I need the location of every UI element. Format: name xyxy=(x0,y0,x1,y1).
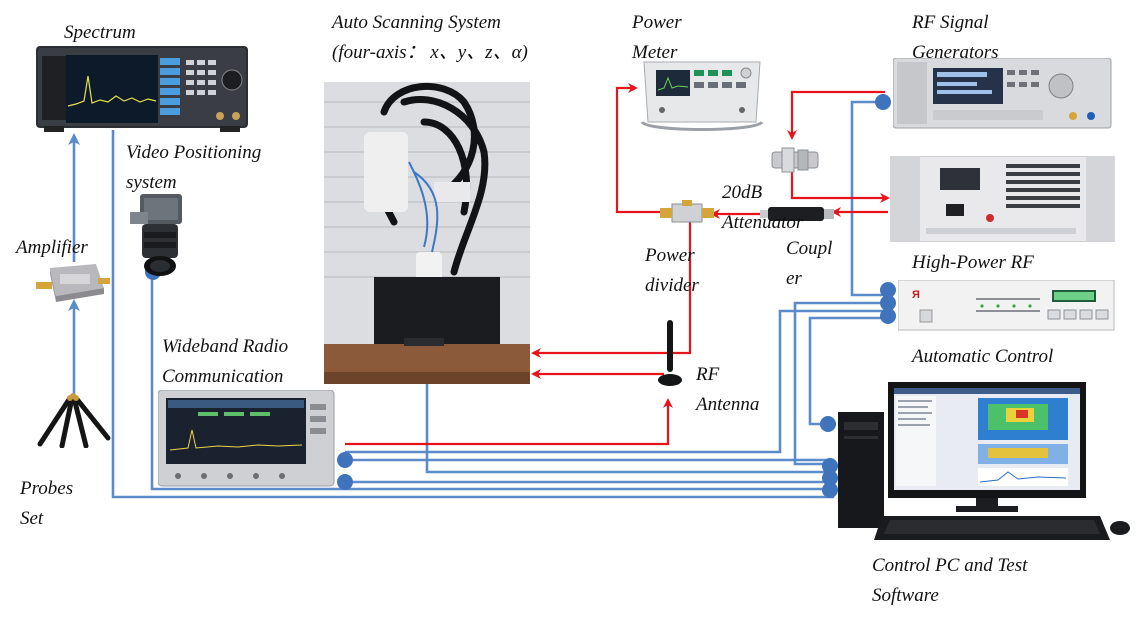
coupler-label-line2: er xyxy=(786,268,802,289)
node-pc-3 xyxy=(822,470,838,486)
rf-generators-label-line2: Generators xyxy=(912,42,999,63)
wideband-to-antenna-line xyxy=(345,398,673,446)
automatic-control-unit-image: Я xyxy=(897,279,1118,332)
control-pc-label-line2: Software xyxy=(872,585,939,606)
scanner-to-pc-line xyxy=(425,380,834,474)
probes-set-label-line1: Probes xyxy=(20,478,74,499)
rf-signal-generator-image xyxy=(892,57,1115,132)
rfgen-to-rfsplit-line xyxy=(787,90,885,140)
spectrum-label: Spectrum xyxy=(64,22,136,43)
node-wb-1 xyxy=(337,452,353,468)
rf-antenna-label-line1: RF xyxy=(696,364,720,385)
high-power-rf-amplifier-image xyxy=(889,155,1116,243)
attenuator-image xyxy=(760,204,834,224)
node-rfgen xyxy=(875,94,891,110)
node-pc-2 xyxy=(822,458,838,474)
spectrum-to-pc-line xyxy=(111,130,834,499)
node-wb-2 xyxy=(337,474,353,490)
attenuator-label-line1: 20dB xyxy=(722,182,763,203)
video-positioning-label-line1: Video Positioning xyxy=(126,142,262,163)
node-hprf-2 xyxy=(880,295,896,311)
rf-antenna-image xyxy=(652,318,688,388)
rf-antenna-label-line2: Antenna xyxy=(696,394,760,415)
coupler-connector-image xyxy=(768,142,822,178)
automatic-control-label: Automatic Control xyxy=(912,346,1054,367)
control-pc-label-line1: Control PC and Test xyxy=(872,555,1028,576)
auto-scanning-label-line2: (four-axis： x、y、z、α) xyxy=(332,42,528,63)
video-camera-image xyxy=(122,190,192,278)
divider-to-scanner-line xyxy=(531,222,692,358)
rf-generators-label-line1: RF Signal xyxy=(912,12,989,33)
control-pc-image xyxy=(838,382,1136,548)
power-meter-label-line1: Power xyxy=(632,12,682,33)
auto-scanning-system-image xyxy=(324,82,530,384)
power-meter-label-line2: Meter xyxy=(632,42,678,63)
probes-set-label-line2: Set xyxy=(20,508,44,529)
wideband-radio-label-line1: Wideband Radio xyxy=(162,336,289,357)
video-to-pc-line xyxy=(150,275,834,491)
divider-to-meter-line xyxy=(615,83,663,214)
control-to-pc-line xyxy=(808,316,885,426)
hprf-to-pc-line xyxy=(793,301,885,466)
attenuator-label-line2: Attenuator xyxy=(722,212,804,233)
spectrum-analyzer-image xyxy=(36,46,248,132)
node-hprf-1 xyxy=(880,282,896,298)
to-hprf-line xyxy=(790,172,890,203)
node-pc-1 xyxy=(820,416,836,432)
hprf-to-pc-line-2 xyxy=(345,309,885,454)
amplifier-label: Amplifier xyxy=(16,237,88,258)
node-pc-4 xyxy=(822,482,838,498)
node-hprf-3 xyxy=(880,308,896,324)
high-power-rf-label: High-Power RF xyxy=(912,252,1034,273)
amplifier-image xyxy=(34,262,112,304)
power-divider-label-line1: Power xyxy=(645,245,695,266)
power-meter-image xyxy=(638,52,766,134)
svg-text:Я: Я xyxy=(912,289,920,301)
power-divider-image xyxy=(660,200,714,226)
wideband-radio-tester-image xyxy=(157,389,336,488)
coupler-label-line1: Coupl xyxy=(786,238,833,259)
power-divider-label-line2: divider xyxy=(645,275,699,296)
probes-set-image xyxy=(30,392,114,449)
video-positioning-label-line2: system xyxy=(126,172,177,193)
auto-scanning-label-line1: Auto Scanning System xyxy=(332,12,501,33)
wideband-radio-label-line2: Communication xyxy=(162,366,284,387)
